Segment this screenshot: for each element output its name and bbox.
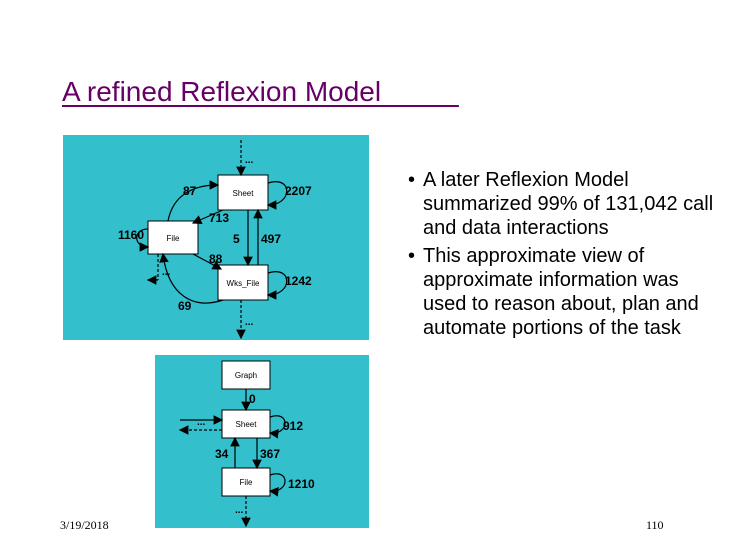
slide-title: A refined Reflexion Model (62, 76, 459, 107)
edge-wks-to-file (159, 252, 224, 304)
node-graph (221, 360, 271, 390)
node-wks-file (217, 264, 269, 301)
bullet-text: A later Reflexion Model summarized 99% o… (423, 169, 714, 239)
edge-wks-self (266, 271, 288, 300)
label-5: 5 (233, 232, 240, 246)
node-file2-label: File (240, 478, 253, 487)
label-2207: 2207 (285, 184, 312, 198)
edge-file-to-sheet (167, 180, 220, 222)
bullet-glyph: • (408, 169, 416, 191)
label-497: 497 (261, 232, 281, 246)
bullet-list: • A later Reflexion Model summarized 99% … (408, 168, 718, 344)
ellipsis-left: ... (197, 417, 206, 428)
node-file2 (221, 467, 271, 497)
footer-date: 3/19/2018 (60, 518, 109, 532)
label-713: 713 (209, 211, 229, 225)
ellipsis-top: ... (245, 155, 254, 166)
label-1210: 1210 (288, 477, 315, 491)
label-34: 34 (215, 447, 229, 461)
label-87: 87 (183, 184, 197, 198)
label-88: 88 (209, 252, 223, 266)
node-file (147, 220, 199, 255)
edge-sheet-self (266, 181, 288, 210)
page-number: 110 (646, 518, 664, 532)
label-1242: 1242 (285, 274, 312, 288)
bullet-item: • A later Reflexion Model summarized 99% … (408, 168, 718, 240)
node-graph-label: Graph (235, 371, 257, 380)
bullet-item: • This approximate view of approximate in… (408, 244, 718, 340)
ellipsis-bottom2: ... (235, 505, 244, 516)
reflexion-diagram-top: Sheet File Wks_File ... 2207 87 713 1160… (63, 135, 369, 340)
ellipsis-file: ... (162, 267, 171, 278)
node-sheet (217, 174, 269, 211)
reflexion-diagram-top-svg: Sheet File Wks_File ... 2207 87 713 1160… (118, 140, 312, 340)
edge-sheet-to-file (191, 209, 224, 225)
bullet-glyph: • (408, 245, 416, 267)
label-367: 367 (260, 447, 280, 461)
node-wks-file-label: Wks_File (227, 279, 260, 288)
edge-file-to-wks (192, 253, 223, 270)
node-sheet2-label: Sheet (236, 420, 258, 429)
node-file-label: File (167, 234, 180, 243)
edge-file-self (136, 228, 150, 252)
node-sheet-label: Sheet (233, 189, 255, 198)
edge-file2-self (268, 473, 286, 497)
reflexion-diagram-bottom-svg: Graph Sheet File 0 912 ... 34 367 1210 .… (178, 360, 315, 528)
edge-sheet2-self (268, 415, 286, 439)
label-69: 69 (178, 299, 192, 313)
label-0: 0 (249, 392, 256, 406)
bullet-text: This approximate view of approximate inf… (423, 245, 699, 339)
ellipsis-bottom: ... (245, 317, 254, 328)
label-1160: 1160 (118, 228, 144, 242)
label-912: 912 (283, 419, 303, 433)
reflexion-diagram-bottom: Graph Sheet File 0 912 ... 34 367 1210 .… (155, 355, 369, 528)
